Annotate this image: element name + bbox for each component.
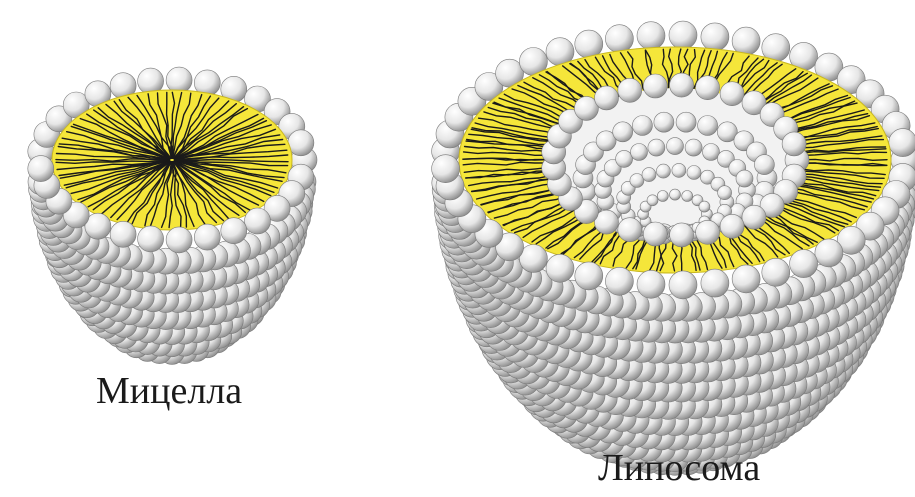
lipid-head xyxy=(546,254,574,282)
micelle-label: Мицелла xyxy=(96,372,242,410)
lipid-head xyxy=(657,191,668,202)
liposome-illustration xyxy=(432,21,915,475)
lipid-head xyxy=(669,21,697,49)
lipid-head xyxy=(696,76,720,100)
lipid-head xyxy=(194,224,220,250)
lipid-head xyxy=(742,205,766,229)
lipid-head xyxy=(656,164,670,178)
lipid-head xyxy=(732,27,760,55)
lipid-head xyxy=(696,220,720,244)
lipid-head xyxy=(605,25,633,53)
lipid-head xyxy=(632,116,652,136)
lipid-head xyxy=(631,144,648,161)
lipid-head xyxy=(221,218,247,244)
lipid-head xyxy=(782,132,806,156)
lipid-head xyxy=(698,116,718,136)
micelle-illustration xyxy=(28,67,317,364)
lipid-head xyxy=(672,163,686,177)
lipid-head xyxy=(654,112,674,132)
lipid-head xyxy=(643,74,667,98)
lipid-head xyxy=(732,265,760,293)
lipid-head xyxy=(720,82,744,106)
lipid-head xyxy=(575,262,603,290)
lipid-head xyxy=(643,222,667,246)
lipid-head xyxy=(701,269,729,297)
lipid-head xyxy=(432,155,460,183)
lipid-head xyxy=(815,239,843,267)
lipid-head xyxy=(245,208,271,234)
lipid-head xyxy=(669,271,697,299)
lipid-head xyxy=(110,221,136,247)
lipid-head xyxy=(762,258,790,286)
lipid-head xyxy=(647,195,658,206)
lipid-head xyxy=(685,139,702,156)
lipid-head xyxy=(701,23,729,51)
lipid-head xyxy=(718,186,732,200)
lipid-head xyxy=(166,67,192,93)
lipid-head xyxy=(699,201,710,212)
lipid-head xyxy=(754,155,774,175)
lipid-head xyxy=(720,214,744,238)
lipid-head xyxy=(288,130,314,156)
lipid-head xyxy=(736,170,753,187)
lipid-head xyxy=(676,112,696,132)
lipid-head xyxy=(166,227,192,253)
lipid-head xyxy=(703,144,720,161)
liposome-label: Липосома xyxy=(598,449,760,487)
lipid-head xyxy=(670,189,681,200)
lipid-head xyxy=(670,223,694,247)
lipid-head xyxy=(605,267,633,295)
lipid-head xyxy=(637,22,665,50)
lipid-head xyxy=(642,168,656,182)
lipid-head xyxy=(790,250,818,278)
lipid-head xyxy=(138,226,164,252)
lipid-head xyxy=(637,270,665,298)
lipid-head xyxy=(667,138,684,155)
lipid-head xyxy=(618,78,642,102)
lipid-head xyxy=(682,191,693,202)
lipid-head xyxy=(648,139,665,156)
lipid-head xyxy=(687,166,701,180)
lipid-head xyxy=(28,156,54,182)
lipid-head xyxy=(616,150,633,167)
lipid-head xyxy=(670,73,694,97)
lipid-head xyxy=(618,218,642,242)
lipid-head xyxy=(889,129,915,157)
lipid-head xyxy=(595,86,619,110)
lipid-head xyxy=(613,122,633,142)
